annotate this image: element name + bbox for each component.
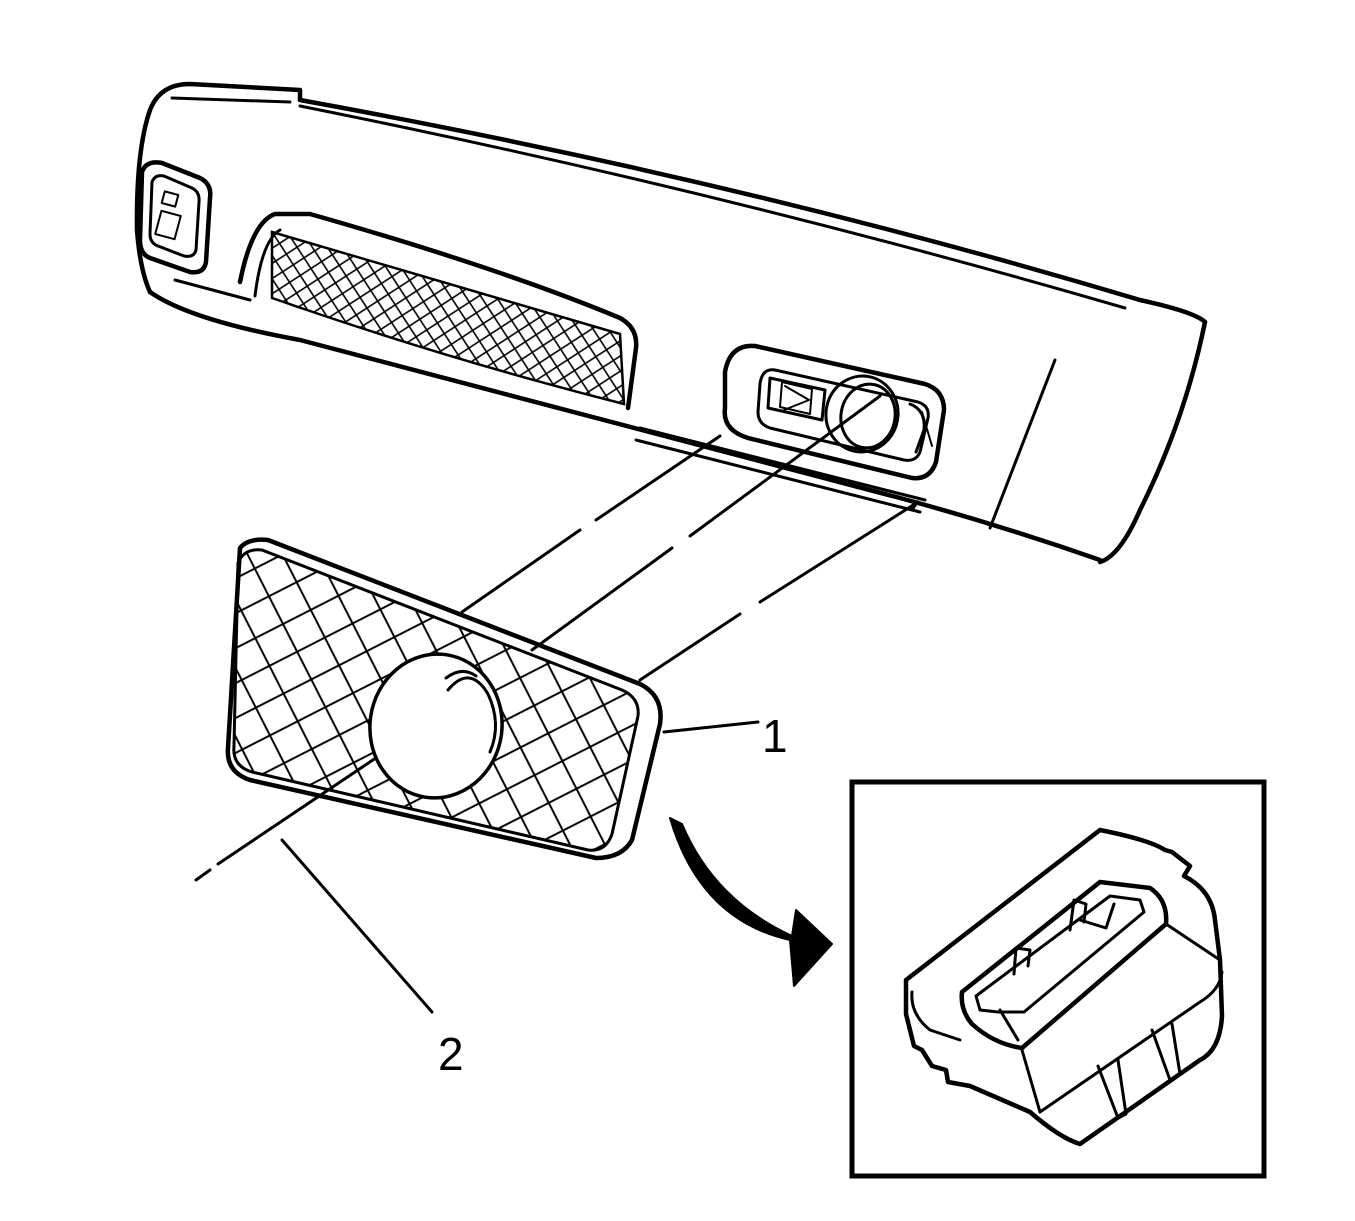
detail-arrow-icon	[669, 817, 833, 987]
front-bumper-fascia	[134, 81, 1208, 565]
callout-leaders	[280, 720, 760, 1014]
lower-grille-opening	[237, 211, 639, 411]
detail-inset-retainer-clip	[849, 779, 1267, 1179]
alignment-lines	[194, 394, 920, 882]
callout-1: 1	[762, 710, 788, 762]
callout-2: 2	[438, 1028, 464, 1080]
tow-hook-cover	[137, 160, 213, 275]
fog-lamp-opening	[722, 343, 947, 481]
